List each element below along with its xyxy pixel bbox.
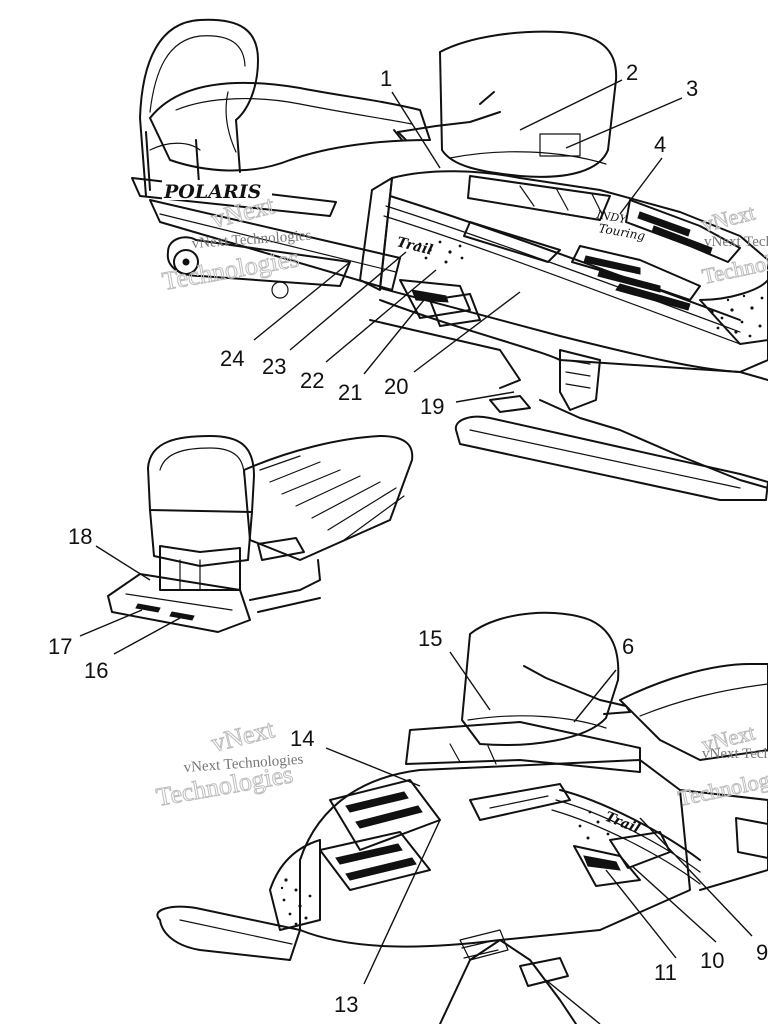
- callout-21: 21: [338, 380, 362, 405]
- callout-2: 2: [626, 60, 638, 85]
- hood-vents: [463, 199, 741, 311]
- callout-24: 24: [220, 346, 244, 371]
- brand-decal: POLARIS: [163, 181, 261, 203]
- watermark-right-upper: vNext vNext Technologies Technologies: [699, 199, 768, 289]
- side-speckle: [418, 240, 464, 264]
- seat-detail-drawing: [107, 435, 414, 633]
- callout-16: 16: [84, 658, 108, 683]
- badge-line-2: Touring: [597, 221, 646, 243]
- callout-numbers: 1 2 3 4 6 9 10 11 13 14 15 16 17 18 19 2…: [48, 60, 768, 1017]
- callout-11: 11: [654, 960, 677, 985]
- front-side-speckle: [578, 810, 610, 840]
- callout-18: 18: [68, 524, 92, 549]
- watermark-lower: vNext vNext Technologies Technologies: [154, 714, 305, 813]
- callout-1: 1: [380, 66, 392, 91]
- watermark-rl-bottom: Technologies: [676, 762, 768, 811]
- callout-10: 10: [700, 948, 724, 973]
- callout-13: 13: [334, 992, 358, 1017]
- watermark-upper: vNext vNext Technologies Technologies: [160, 190, 313, 297]
- nose-speckle: [710, 294, 764, 338]
- callout-3: 3: [686, 76, 698, 101]
- front-nose-speckle: [280, 878, 312, 926]
- callout-19: 19: [420, 394, 444, 419]
- watermark-right-lower: vNext vNext Technologies Technologies: [675, 719, 768, 811]
- callout-15: 15: [418, 626, 442, 651]
- watermark-right-mid: vNext Technologies: [704, 234, 768, 250]
- watermark-lower-top: vNext: [208, 714, 277, 758]
- callout-17: 17: [48, 634, 72, 659]
- watermark-rl-mid: vNext Technologies: [702, 746, 768, 762]
- model-decal: Trail: [395, 234, 434, 258]
- seat-ribs: [259, 455, 405, 541]
- callout-9: 9: [756, 940, 768, 965]
- callout-22: 22: [300, 368, 324, 393]
- callout-14: 14: [290, 726, 314, 751]
- callout-6: 6: [622, 634, 634, 659]
- leader-lines: [79, 79, 753, 1024]
- callout-20: 20: [384, 374, 408, 399]
- upper-sled-drawing: POLARIS: [131, 18, 768, 501]
- callout-4: 4: [654, 132, 666, 157]
- front-hood-vents: [319, 779, 571, 891]
- callout-23: 23: [262, 354, 286, 379]
